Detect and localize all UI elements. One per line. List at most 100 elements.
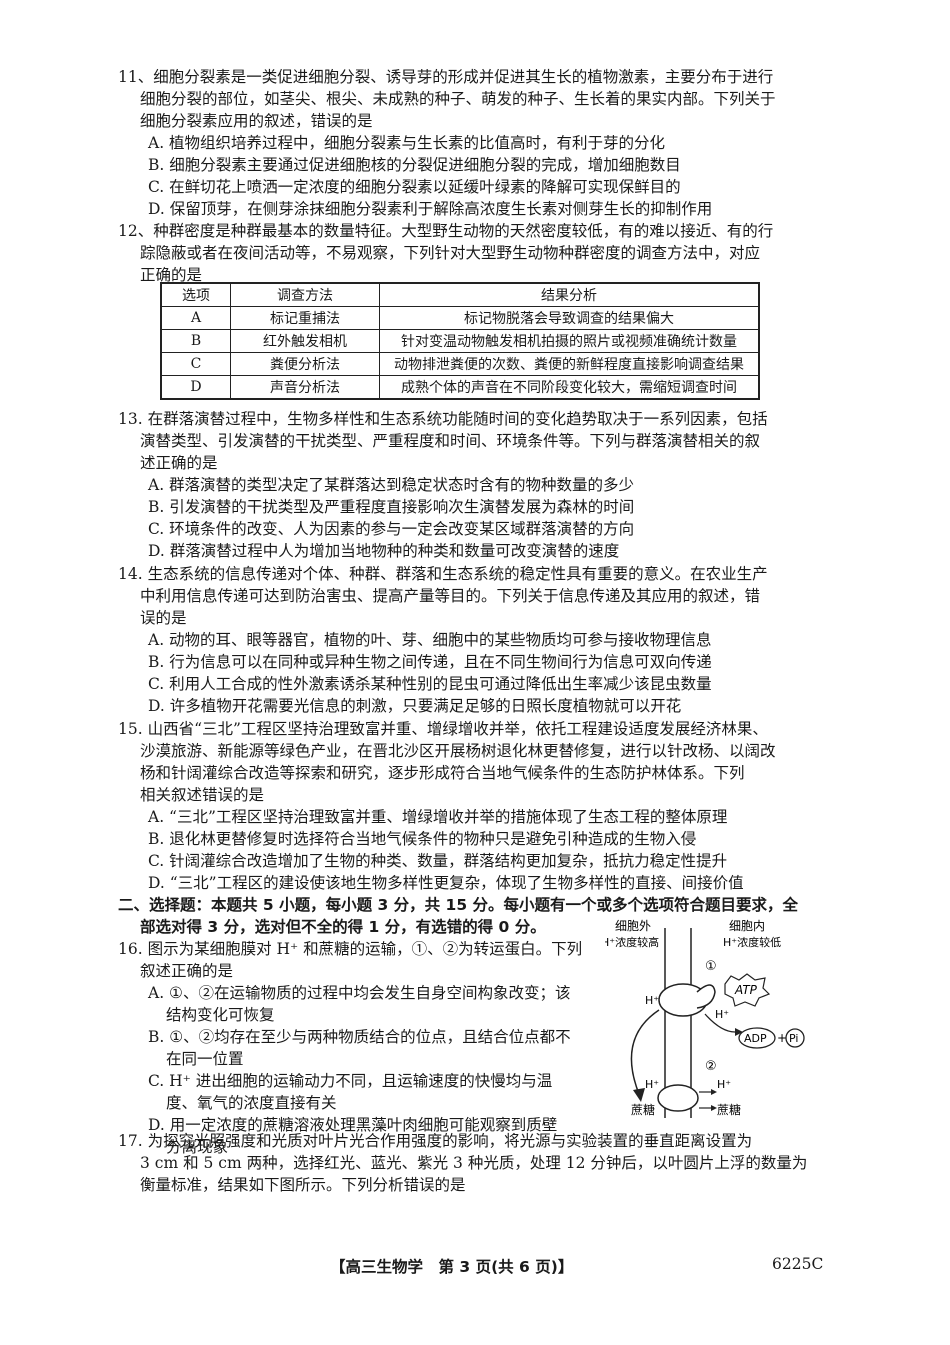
- table-cell: 红外触发相机: [230, 329, 380, 353]
- q13-option-d: D. 群落演替过程中人为增加当地物种的种类和数量可改变演替的速度: [148, 542, 620, 560]
- pi-circle: [785, 1028, 805, 1048]
- q13-stem-line: 述正确的是: [140, 454, 218, 472]
- fig-outside-label: 细胞外: [615, 919, 651, 933]
- section-heading: 二、选择题：本题共 5 小题，每小题 3 分，共 15 分。每小题有一个或多个选…: [118, 894, 818, 938]
- h-ion-label: H⁺: [715, 1008, 729, 1021]
- question-11: 11、细胞分裂素是一类促进细胞分裂、诱导芽的形成并促进其生长的植物激素，主要分布…: [118, 66, 818, 220]
- table-row: D 声音分析法 成熟个体的声音在不同阶段变化较大，需缩短调查时间: [160, 375, 760, 400]
- table-header-row: 选项 调查方法 结果分析: [160, 282, 760, 307]
- q16-option-a-cont: 结构变化可恢复: [166, 1006, 275, 1024]
- question-16: 16. 图示为某细胞膜对 H⁺ 和蔗糖的运输，①、②为转运蛋白。下列 叙述正确的…: [118, 938, 598, 1158]
- q16-option-d: D. 用一定浓度的蔗糖溶液处理黑藻叶肉细胞可能观察到质壁: [148, 1116, 558, 1134]
- q16-option-a: A. ①、②在运输物质的过程中均会发生自身空间构象改变；该: [148, 984, 571, 1002]
- protein-2: [657, 1084, 699, 1112]
- fig-inside-conc: H⁺浓度较低: [723, 935, 781, 949]
- q13-stem-line: 演替类型、引发演替的干扰类型、严重程度和时间、环境条件等。下列与群落演替相关的叙: [140, 432, 761, 450]
- question-17: 17. 为探究光照强度和光质对叶片光合作用强度的影响，将光源与实验装置的垂直距离…: [118, 1130, 818, 1196]
- table-cell: 针对变温动物触发相机拍摄的照片或视频准确统计数量: [379, 329, 760, 353]
- page-footer-title: 【高三生物学 第 3 页(共 6 页)】: [330, 1258, 574, 1276]
- question-14: 14. 生态系统的信息传递对个体、种群、群落和生态系统的稳定性具有重要的意义。在…: [118, 563, 818, 717]
- h-ion-label: H⁺: [645, 994, 659, 1007]
- protein-1-label: ①: [705, 959, 717, 974]
- q17-stem-line: 衡量标准，结果如下图所示。下列分析错误的是: [140, 1176, 466, 1194]
- protein-1-arm: [696, 984, 716, 1009]
- question-12: 12、种群密度是种群最基本的数量特征。大型野生动物的天然密度较低，有的难以接近、…: [118, 220, 818, 286]
- adp-circle: [738, 1027, 776, 1049]
- fig-inside-label: 细胞内: [729, 919, 765, 933]
- q12-stem-line: 踪隐蔽或者在夜间活动等，不易观察，下列针对大型野生动物种群密度的调查方法中，对应: [140, 244, 761, 262]
- q15-stem-line: 15. 山西省“三北”工程区坚持治理致富并重、增绿增收并举，依托工程建设适度发展…: [118, 720, 768, 738]
- table-cell: 粪便分析法: [230, 352, 380, 376]
- plus-sign: +: [777, 1031, 787, 1045]
- table-cell: 标记物脱落会导致调查的结果偏大: [379, 306, 760, 330]
- section-heading-line: 二、选择题：本题共 5 小题，每小题 3 分，共 15 分。每小题有一个或多个选…: [118, 896, 799, 914]
- table-header: 结果分析: [379, 282, 760, 307]
- q13-option-b: B. 引发演替的干扰类型及严重程度直接影响次生演替发展为森林的时间: [148, 498, 635, 516]
- table-header: 选项: [160, 282, 231, 307]
- fig-outside-conc: H⁺浓度较高: [605, 935, 659, 949]
- sucrose-label-in: 蔗糖: [717, 1102, 741, 1117]
- atp-burst: [724, 973, 771, 1007]
- q12-stem-line: 正确的是: [140, 266, 203, 284]
- arrow-head: [711, 1089, 717, 1095]
- q15-stem-line: 沙漠旅游、新能源等绿色产业，在晋北沙区开展杨树退化林更替修复，进行以针改杨、以阔…: [140, 742, 776, 760]
- question-15: 15. 山西省“三北”工程区坚持治理致富并重、增绿增收并举，依托工程建设适度发展…: [118, 718, 818, 894]
- table-cell: 声音分析法: [230, 375, 380, 400]
- q15-option-b: B. 退化林更替修复时选择符合当地气候条件的物种只是避免引种造成的生物入侵: [148, 830, 697, 848]
- q11-option-b: B. 细胞分裂素主要通过促进细胞核的分裂促进细胞分裂的完成，增加细胞数目: [148, 156, 681, 174]
- q11-stem-line: 11、细胞分裂素是一类促进细胞分裂、诱导芽的形成并促进其生长的植物激素，主要分布…: [118, 68, 774, 86]
- q11-option-a: A. 植物组织培养过程中，细胞分裂素与生长素的比值高时，有利于芽的分化: [148, 134, 666, 152]
- q15-stem-line: 相关叙述错误的是: [140, 786, 265, 804]
- q14-stem-line: 14. 生态系统的信息传递对个体、种群、群落和生态系统的稳定性具有重要的意义。在…: [118, 565, 768, 583]
- q13-option-a: A. 群落演替的类型决定了某群落达到稳定状态时含有的物种数量的多少: [148, 476, 635, 494]
- q12-stem-line: 12、种群密度是种群最基本的数量特征。大型野生动物的天然密度较低，有的难以接近、…: [118, 222, 774, 240]
- q16-option-c: C. H⁺ 进出细胞的运输动力不同，且运输速度的快慢均与温: [148, 1072, 553, 1090]
- q16-option-c-cont: 度、氧气的浓度直接有关: [166, 1094, 337, 1112]
- q14-option-d: D. 许多植物开花需要光信息的刺激，只要满足足够的日照长度植物就可以开花: [148, 697, 682, 715]
- q14-stem-line: 中利用信息传递可达到防治害虫、提高产量等目的。下列关于信息传递及其应用的叙述，错: [140, 587, 761, 605]
- sucrose-label-out: 蔗糖: [631, 1102, 655, 1117]
- table-row: B 红外触发相机 针对变温动物触发相机拍摄的照片或视频准确统计数量: [160, 329, 760, 353]
- q15-stem-line: 杨和针阔灌综合改造等探索和研究，逐步形成符合当地气候条件的生态防护林体系。下列: [140, 764, 745, 782]
- table-cell: D: [160, 375, 231, 400]
- atp-label: ATP: [734, 983, 758, 997]
- q11-option-d: D. 保留顶芽，在侧芽涂抹细胞分裂素利于解除高浓度生长素对侧芽生长的抑制作用: [148, 200, 713, 218]
- arrow-head: [711, 1105, 717, 1111]
- h-ion-label: H⁺: [717, 1078, 731, 1091]
- q14-option-b: B. 行为信息可以在同种或异种生物之间传递，且在不同生物间行为信息可双向传递: [148, 653, 712, 671]
- table-cell: C: [160, 352, 231, 376]
- question-13: 13. 在群落演替过程中，生物多样性和生态系统功能随时间的变化趋势取决于一系列因…: [118, 408, 818, 562]
- section-heading-line: 部选对得 3 分，选对但不全的得 1 分，有选错的得 0 分。: [140, 918, 546, 936]
- table-cell: 成熟个体的声音在不同阶段变化较大，需缩短调查时间: [379, 375, 760, 400]
- arrow-head: [735, 1028, 743, 1036]
- protein-2-label: ②: [705, 1059, 717, 1074]
- q17-stem-line: 17. 为探究光照强度和光质对叶片光合作用强度的影响，将光源与实验装置的垂直距离…: [118, 1132, 753, 1150]
- q14-stem-line: 误的是: [140, 609, 187, 627]
- table-cell: 标记重捕法: [230, 306, 380, 330]
- pi-label: Pi: [789, 1032, 798, 1045]
- q11-stem-line: 细胞分裂的部位，如茎尖、根尖、未成熟的种子、萌发的种子、生长着的果实内部。下列关…: [140, 90, 776, 108]
- table-cell: B: [160, 329, 231, 353]
- q15-option-c: C. 针阔灌综合改造增加了生物的种类、数量，群落结构更加复杂，抵抗力稳定性提升: [148, 852, 728, 870]
- q12-table: 选项 调查方法 结果分析 A 标记重捕法 标记物脱落会导致调查的结果偏大 B 红…: [160, 282, 760, 400]
- q15-option-a: A. “三北”工程区坚持治理致富并重、增绿增收并举的措施体现了生态工程的整体原理: [148, 808, 728, 826]
- q16-stem-line: 16. 图示为某细胞膜对 H⁺ 和蔗糖的运输，①、②为转运蛋白。下列: [118, 940, 583, 958]
- q13-option-c: C. 环境条件的改变、人为因素的参与一定会改变某区域群落演替的方向: [148, 520, 635, 538]
- page-footer-code: 6225C: [772, 1255, 824, 1273]
- q15-option-d: D. “三北”工程区的建设使该地生物多样性更复杂，体现了生物多样性的直接、间接价…: [148, 874, 744, 892]
- q16-stem-line: 叙述正确的是: [140, 962, 234, 980]
- q11-stem-line: 细胞分裂素应用的叙述，错误的是: [140, 112, 373, 130]
- q16-option-b: B. ①、②均存在至少与两种物质结合的位点，且结合位点都不: [148, 1028, 571, 1046]
- table-cell: 动物排泄粪便的次数、粪便的新鲜程度直接影响调查结果: [379, 352, 760, 376]
- table-row: C 粪便分析法 动物排泄粪便的次数、粪便的新鲜程度直接影响调查结果: [160, 352, 760, 376]
- table-header: 调查方法: [230, 282, 380, 307]
- arrow-head: [633, 1088, 645, 1102]
- q14-option-a: A. 动物的耳、眼等器官，植物的叶、芽、细胞中的某些物质均可参与接收物理信息: [148, 631, 712, 649]
- q16-option-b-cont: 在同一位置: [166, 1050, 244, 1068]
- q13-stem-line: 13. 在群落演替过程中，生物多样性和生态系统功能随时间的变化趋势取决于一系列因…: [118, 410, 768, 428]
- h-ion-label: H⁺: [645, 1078, 659, 1091]
- q16-option-d-cont: 分离现象: [166, 1138, 229, 1156]
- q17-stem-line: 3 cm 和 5 cm 两种，选择红光、蓝光、紫光 3 种光质，处理 12 分钟…: [140, 1154, 808, 1172]
- q11-option-c: C. 在鲜切花上喷洒一定浓度的细胞分裂素以延缓叶绿素的降解可实现保鲜目的: [148, 178, 681, 196]
